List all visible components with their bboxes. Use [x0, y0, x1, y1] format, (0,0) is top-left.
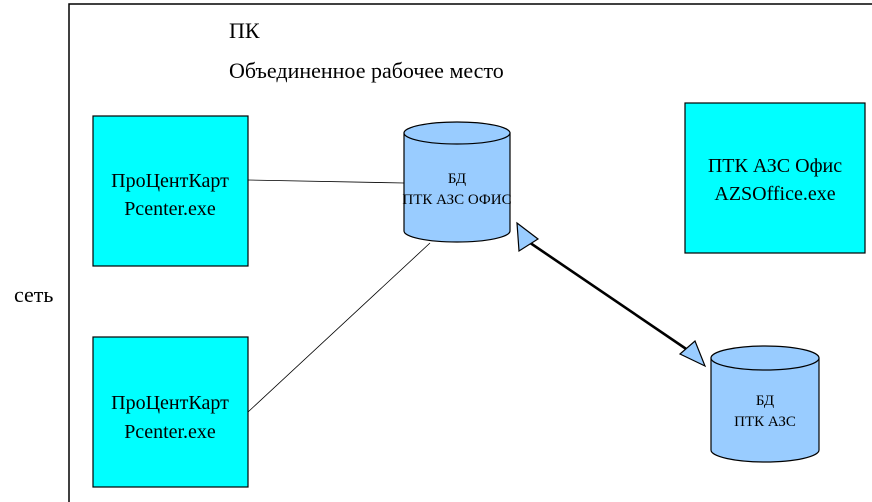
procenter-box-top: ПроЦентКарт Pcenter.exe: [92, 115, 249, 267]
azs-db-name: ПТК АЗС: [734, 414, 796, 430]
sync-arrowhead-upper: [516, 221, 540, 253]
sync-arrow: [516, 221, 707, 368]
office-db-label: БД: [448, 171, 466, 187]
pc-container-title: ПК: [229, 18, 260, 43]
connector-top-procenter-to-office-db: [247, 179, 405, 184]
azs-db-cylinder: БД ПТК АЗС: [710, 345, 820, 463]
sync-arrowhead-lower: [678, 339, 707, 368]
procenter-top-exe: Pcenter.exe: [124, 198, 216, 220]
network-label: сеть: [14, 282, 53, 307]
procenter-bottom-exe: Pcenter.exe: [124, 421, 216, 443]
office-db-cylinder: БД ПТК АЗС ОФИС: [402, 121, 512, 243]
pc-container-subtitle: Объединенное рабочее место: [229, 58, 504, 83]
procenter-box-bottom: ПроЦентКарт Pcenter.exe: [92, 336, 249, 488]
azs-office-exe: AZSOffice.exe: [714, 183, 835, 205]
procenter-bottom-label: ПроЦентКарт: [111, 392, 229, 414]
office-db-name: ПТК АЗС ОФИС: [402, 192, 511, 208]
azs-office-box: ПТК АЗС Офис AZSOffice.exe: [684, 102, 866, 254]
connector-bottom-procenter-to-office-db: [247, 242, 431, 413]
azs-office-label: ПТК АЗС Офис: [708, 155, 842, 177]
procenter-top-label: ПроЦентКарт: [111, 170, 229, 192]
azs-db-label: БД: [756, 393, 774, 409]
